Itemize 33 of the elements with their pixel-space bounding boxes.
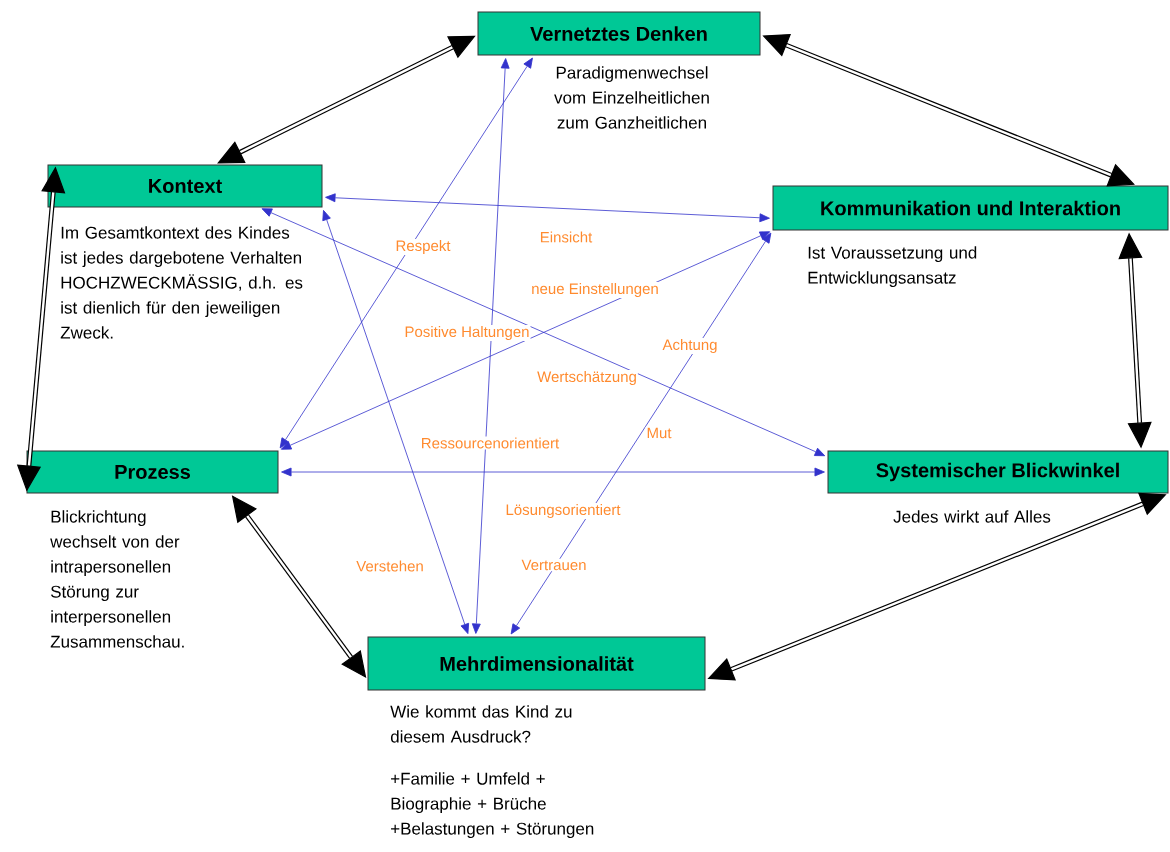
keyword-label: Lösungsorientiert [504, 503, 622, 519]
double-arrow [322, 210, 470, 634]
double-arrow [261, 208, 826, 457]
keyword-label: Wertschätzung [536, 370, 638, 386]
keyword-label: Verstehen [355, 559, 425, 573]
description-text: Blickrichtung wechselt von der intrapersonellen Störung zur interpersonellen Zusammenschau. [50, 510, 184, 648]
description-text: Ist Voraussetzung und Entwicklungsansatz [808, 246, 977, 288]
keyword-label: Einsicht [538, 230, 594, 244]
keyword-label: Vertrauen [520, 558, 588, 572]
concept-box: Prozess [26, 450, 279, 494]
double-arrow [279, 57, 533, 449]
keyword-label: Positive Haltungen [403, 325, 531, 341]
double-arrow [280, 231, 771, 450]
keyword-label: Ressourcenorientiert [419, 436, 561, 450]
description-text: Im Gesamtkontext des Kindes ist jedes dargebotene Verhalten HOCHZWECKMÄSSIG, d.h. es ist dienlich für den jeweiligen Zweck. [60, 226, 303, 339]
concept-box: Systemischer Blickwinkel [827, 450, 1169, 494]
concept-box: Kommunikation und Interaktion [772, 185, 1169, 231]
double-arrow [510, 232, 772, 635]
double-arrow [217, 35, 476, 164]
concept-box: Vernetztes Denken [477, 11, 761, 56]
concept-box: Kontext [47, 164, 323, 208]
double-arrow [325, 193, 770, 223]
keyword-label: Mut [645, 426, 673, 440]
keyword-label: neue Einstellungen [530, 282, 660, 298]
keyword-label: Achtung [661, 338, 719, 354]
double-arrow [471, 58, 510, 634]
description-text: Paradigmenwechsel vom Einzelheitlichen zum Ganzheitlichen [554, 66, 709, 129]
description-text: Wie kommt das Kind zu diesem Ausdruck? [390, 705, 572, 743]
concept-box: Mehrdimensionalität [367, 636, 706, 691]
description-text: Jedes wirkt auf Alles [893, 510, 1051, 523]
keyword-label: Respekt [394, 239, 452, 255]
double-arrow [281, 467, 825, 477]
description-text: +Familie + Umfeld + Biographie + Brüche +Belastungen + Störungen [391, 772, 594, 839]
